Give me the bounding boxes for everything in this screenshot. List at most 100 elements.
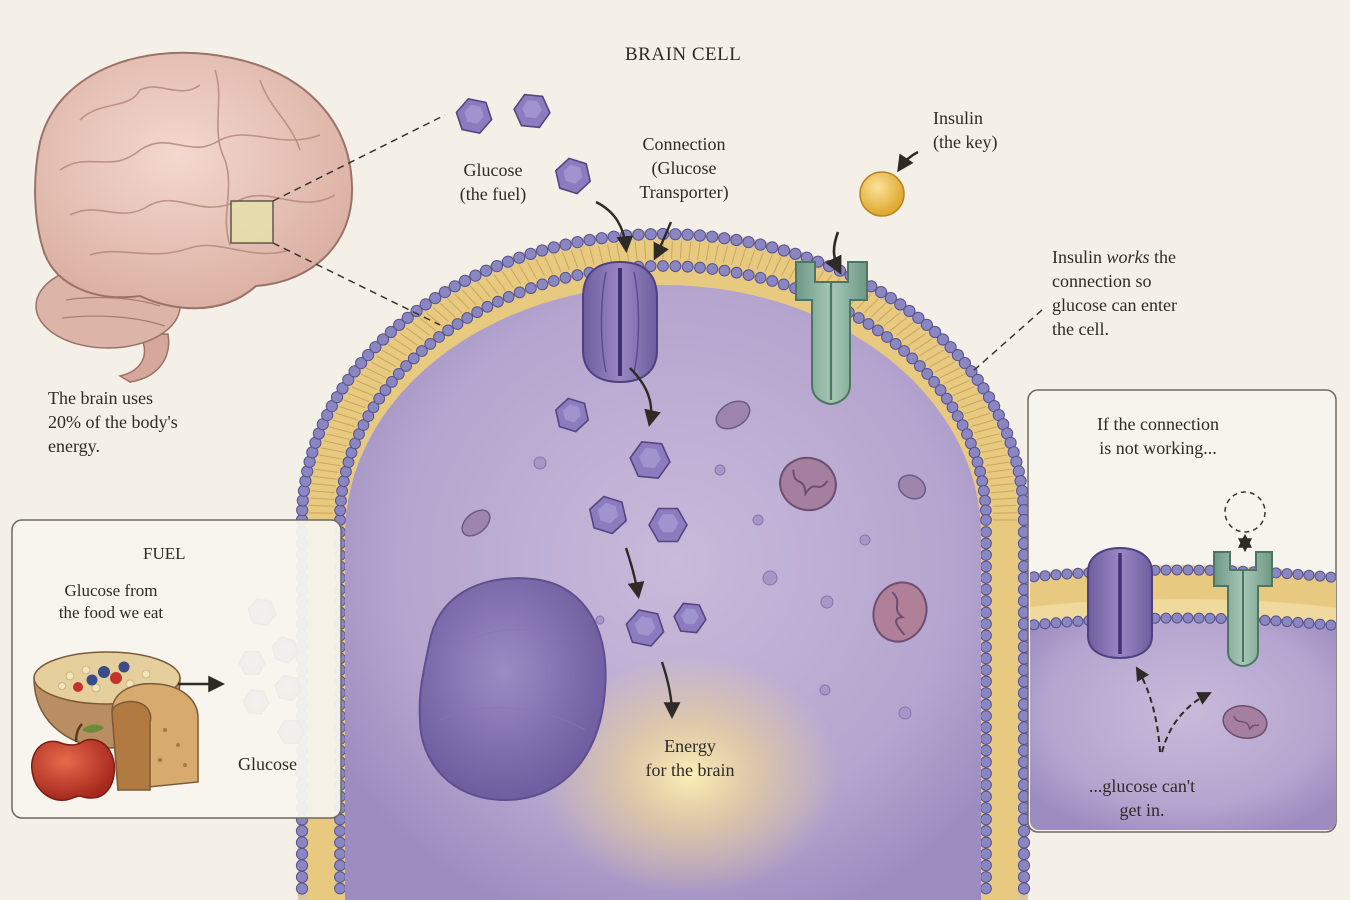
membrane-bead: [480, 264, 493, 277]
lipid-tail: [418, 317, 437, 332]
lipid-tail: [671, 241, 673, 260]
insulin-receptor: [795, 231, 868, 406]
membrane-bead: [978, 485, 990, 497]
lipid-tail: [439, 302, 456, 318]
mitochondrion: [461, 509, 491, 537]
lipid-tail: [979, 440, 1003, 447]
membrane-bead: [928, 376, 940, 388]
membrane-bead: [980, 537, 992, 550]
lipid-tail: [518, 264, 530, 282]
membrane-bead: [976, 475, 989, 488]
membrane-bead: [1017, 882, 1031, 895]
membrane-bead: [884, 292, 897, 305]
lipid-tail: [501, 271, 514, 288]
membrane-bead: [1030, 619, 1040, 631]
membrane-bead: [958, 357, 972, 370]
lipid-tail: [919, 343, 939, 357]
membrane-bead: [337, 475, 350, 488]
membrane-bead: [334, 504, 347, 517]
lipid-tail: [365, 367, 387, 379]
lipid-tail: [653, 241, 655, 260]
membrane-bead: [706, 230, 719, 243]
membrane-bead: [1050, 569, 1062, 581]
membrane-bead: [1061, 568, 1073, 580]
lipid-tail: [967, 412, 991, 421]
brain-illustration: [34, 51, 354, 383]
broken-bottom-line: get in.: [1119, 800, 1165, 820]
lipid-tail: [351, 386, 374, 396]
lipid-tail: [983, 454, 1008, 460]
glucose-highlight: [464, 104, 484, 124]
membrane-bead: [669, 228, 682, 241]
lipid-tail: [425, 312, 443, 327]
membrane-bead: [980, 756, 992, 768]
lipid-tail: [376, 355, 397, 368]
dashed-arrows: [1135, 533, 1252, 753]
membrane-bead: [1171, 612, 1183, 624]
lipid-tail: [679, 241, 682, 260]
membrane-bead: [571, 269, 584, 282]
membrane-bead: [980, 859, 992, 872]
cerebrum: [34, 51, 354, 310]
membrane-bead: [980, 836, 992, 849]
glucose-highlight: [522, 100, 542, 119]
membrane-bead: [718, 264, 731, 277]
lipid-tail: [607, 244, 612, 263]
insulin-label-line: Insulin: [933, 108, 984, 128]
membrane-bead: [742, 269, 755, 282]
broken-connection-panel-art: [1027, 389, 1337, 833]
lipid-tail: [944, 373, 966, 385]
membrane-bead: [438, 286, 451, 299]
brain-caption-line: 20% of the body's: [48, 412, 178, 432]
membrane-bead: [979, 494, 991, 507]
membrane-bead: [980, 813, 992, 826]
lipid-tail: [722, 245, 728, 264]
lipid-tail: [447, 298, 463, 314]
membrane-bead: [632, 228, 645, 241]
lipid-tail: [991, 497, 1016, 500]
membrane-bead: [980, 871, 992, 883]
lipid-tail: [764, 254, 773, 272]
membrane-bead: [524, 247, 537, 260]
lipid-tail: [714, 244, 719, 263]
membrane-bead: [547, 241, 560, 254]
lipid-tail: [985, 461, 1010, 467]
lipid-tail: [772, 256, 782, 275]
lipid-tail: [907, 332, 927, 346]
lipid-tail: [405, 327, 424, 341]
lipid-tail: [332, 419, 356, 427]
glucose-highlight: [634, 616, 656, 636]
membrane-bead: [1061, 616, 1073, 628]
membrane-bead: [334, 836, 346, 849]
membrane-bead: [980, 618, 992, 630]
lipid-tail: [992, 504, 1017, 507]
connection-label-line: (Glucose: [651, 158, 717, 178]
fuel-panel-art: [11, 519, 342, 819]
membrane-bead: [894, 298, 907, 311]
membrane-bead: [1182, 564, 1194, 576]
lipid-tail: [889, 317, 908, 332]
glucose-label-line: (the fuel): [459, 184, 527, 204]
lipid-tail: [970, 419, 994, 427]
connection-label-line: Connection: [642, 134, 726, 154]
lipid-tail: [347, 392, 370, 402]
glucose-transporter-small: [1087, 546, 1153, 660]
caption-emphasis: works: [1106, 247, 1150, 267]
membrane-bead: [571, 236, 584, 249]
membrane-bead: [979, 504, 992, 517]
energy-label-line: for the brain: [645, 760, 735, 780]
lipid-tail: [316, 461, 341, 467]
energy-glow: [540, 655, 840, 895]
lipid-tail: [929, 355, 950, 368]
lipid-tail: [697, 242, 701, 261]
membrane-bead: [1072, 615, 1084, 627]
membrane-bead: [1292, 568, 1304, 580]
membrane-bead: [1281, 616, 1293, 628]
membrane-bead: [295, 824, 309, 838]
membrane-bead: [980, 882, 992, 895]
membrane-bead: [1303, 569, 1315, 581]
membrane-bead: [1017, 859, 1031, 872]
membrane-bead: [335, 494, 347, 507]
membrane-bead: [401, 311, 414, 324]
fuel-glucose-label: Glucose: [238, 754, 297, 774]
